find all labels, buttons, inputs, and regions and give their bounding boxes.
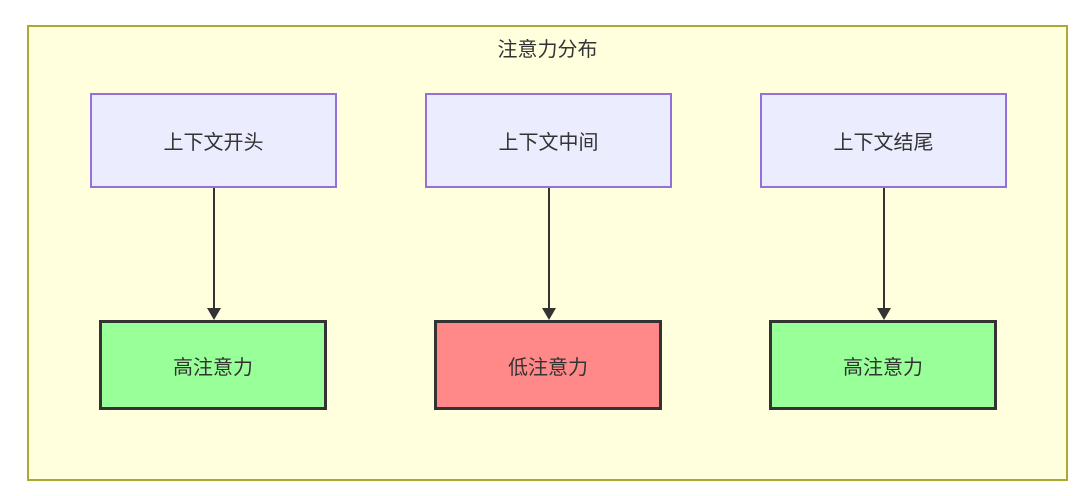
attention-node-label: 高注意力 (843, 356, 923, 379)
attention-node-label: 低注意力 (508, 356, 588, 379)
attention-distribution-diagram: 注意力分布 上下文开头 高注意力 上下文中间 低注意力 上下文结尾 高注意力 (27, 25, 1068, 481)
source-node-context-end: 上下文结尾 (760, 93, 1007, 188)
attention-node-label: 高注意力 (173, 356, 253, 379)
source-node-label: 上下文开头 (163, 132, 264, 154)
arrow-line (213, 188, 215, 308)
diagram-title: 注意力分布 (497, 39, 598, 61)
source-node-label: 上下文结尾 (833, 132, 934, 154)
arrow-line (548, 188, 550, 308)
arrow-head-icon (207, 308, 221, 320)
arrow-head-icon (542, 308, 556, 320)
arrow-head-icon (877, 308, 891, 320)
source-node-context-start: 上下文开头 (90, 93, 337, 188)
source-node-context-middle: 上下文中间 (425, 93, 672, 188)
arrow-line (883, 188, 885, 308)
source-node-label: 上下文中间 (498, 132, 599, 154)
attention-node-high: 高注意力 (99, 320, 327, 410)
attention-node-high: 高注意力 (769, 320, 997, 410)
attention-node-low: 低注意力 (434, 320, 662, 410)
